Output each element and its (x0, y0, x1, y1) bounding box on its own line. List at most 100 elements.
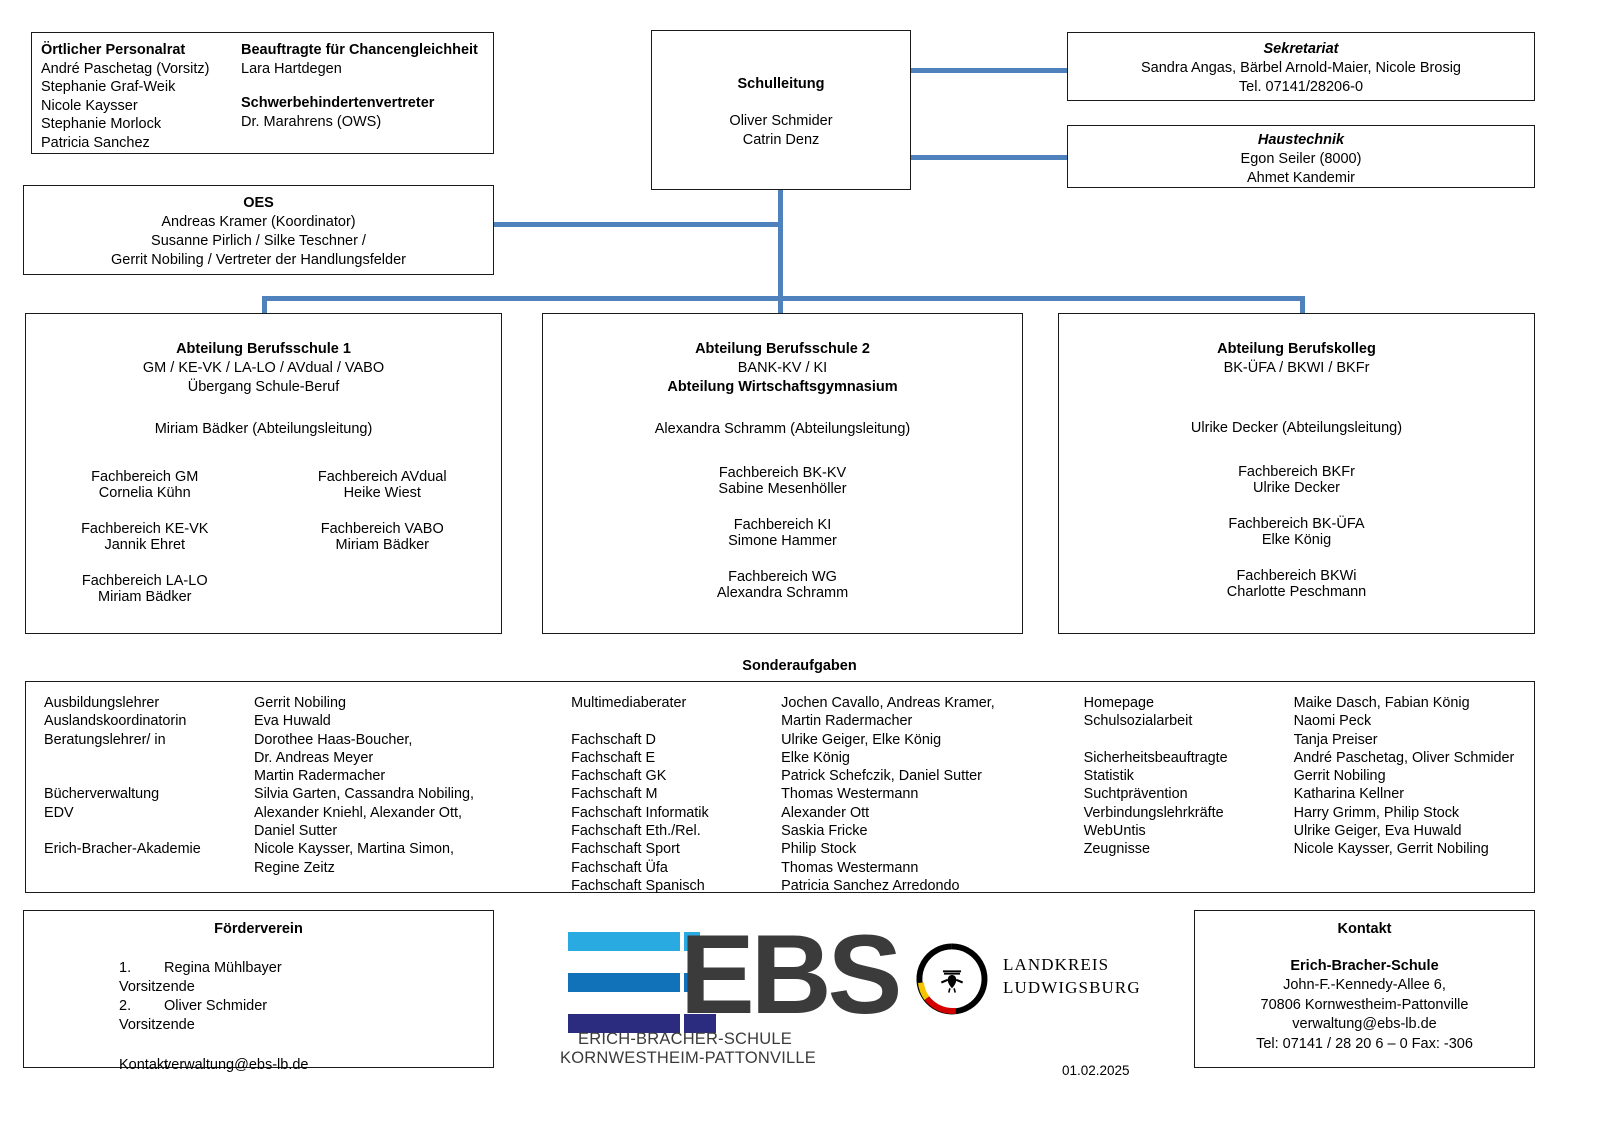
foerderverein-box: Förderverein 1. Vorsitzende Regina Mühlb… (23, 910, 494, 1073)
abteilung-berufsschule-1-box: Abteilung Berufsschule 1 GM / KE-VK / LA… (25, 313, 502, 634)
task-value: Martin Radermacher (781, 713, 913, 730)
connector-schulleitung-oes (494, 222, 783, 227)
connector-schulleitung-trunk (778, 190, 783, 300)
haustechnik-person: Ahmet Kandemir (1247, 169, 1355, 186)
sonderaufgaben-column-1: Ausbildungslehrer Auslandskoordinatorin … (26, 694, 553, 895)
fachbereich-item: Fachbereich BK-ÜFA Elke König (1059, 516, 1534, 548)
sonderaufgaben-box: Ausbildungslehrer Auslandskoordinatorin … (25, 681, 1535, 895)
task-label: Fachschaft Spanisch (571, 877, 705, 894)
task-label: Erich-Bracher-Akademie (44, 841, 201, 858)
ebs-logo: EBS ERICH-BRACHER-SCHULE KORNWESTHEIM-PA… (560, 912, 902, 1070)
task-value: Ulrike Geiger, Elke König (781, 731, 942, 748)
foerderverein-person: Oliver Schmider (164, 998, 268, 1015)
sonderaufgaben-column-3: Homepage Schulsozialarbeit Sicherheitsbe… (1066, 694, 1534, 895)
ebs-logo-bar-navy (568, 1014, 680, 1033)
abteilung-berufskolleg-box: Abteilung Berufskolleg BK-ÜFA / BKWI / B… (1058, 313, 1535, 634)
personalrat-member: Stephanie Graf-Weik (41, 79, 176, 96)
kontakt-email[interactable]: verwaltung@ebs-lb.de (1292, 1016, 1437, 1033)
kontakt-title: Kontakt (1337, 921, 1392, 937)
task-value: Martin Radermacher (254, 768, 386, 785)
task-value: Thomas Westermann (781, 786, 919, 803)
task-value: Alexander Kniehl, Alexander Ott, (254, 804, 462, 821)
foerderverein-contact-label: Kontakt (119, 1056, 169, 1073)
chancengleichheit-member: Lara Hartdegen (241, 60, 342, 77)
task-label: Zeugnisse (1083, 841, 1150, 858)
fachbereich-item: Fachbereich KE-VK Jannik Ehret (26, 521, 264, 553)
oes-box: OES Andreas Kramer (Koordinator) Susanne… (23, 185, 494, 275)
schulleitung-title: Schulleitung (737, 76, 825, 92)
abteilung1-title: Abteilung Berufsschule 1 (176, 341, 351, 357)
sekretariat-box: Sekretariat Sandra Angas, Bärbel Arnold-… (1067, 32, 1535, 101)
connector-branch-abteilung1 (262, 296, 267, 314)
task-label: Ausbildungslehrer (44, 695, 160, 711)
task-label (1084, 731, 1294, 749)
ebs-logo-bar-light-blue (568, 932, 680, 951)
task-label: Fachschaft M (571, 786, 658, 803)
task-value: Dr. Andreas Meyer (254, 749, 374, 766)
task-value: André Paschetag, Oliver Schmider (1293, 749, 1515, 766)
sekretariat-title: Sekretariat (1263, 41, 1339, 57)
task-label: Fachschaft Eth./Rel. (571, 822, 701, 839)
fachbereich-name: Fachbereich KI (733, 516, 832, 533)
task-label: Bücherverwaltung (44, 786, 160, 803)
personalrat-member: Nicole Kaysser (41, 97, 138, 114)
task-value: Harry Grimm, Philip Stock (1293, 804, 1460, 821)
abteilung1-subtitle: GM / KE-VK / LA-LO / AVdual / VABO (142, 359, 385, 376)
task-label (571, 712, 781, 730)
task-label: Beratungslehrer/ in (44, 731, 166, 748)
ebs-logo-wordmark-line2: KORNWESTHEIM-PATTONVILLE (560, 1049, 816, 1067)
abteilung1-leader: Miriam Bädker (Abteilungsleitung) (154, 420, 373, 437)
fachbereich-name: Fachbereich LA-LO (81, 572, 208, 589)
task-label: Homepage (1083, 695, 1154, 711)
fachbereich-person: Jannik Ehret (104, 536, 186, 553)
foerderverein-title: Förderverein (214, 921, 303, 937)
task-label: Suchtprävention (1083, 786, 1188, 803)
oes-line: Gerrit Nobiling / Vertreter der Handlung… (111, 251, 406, 268)
schwerbehindertenvertreter-title: Schwerbehindertenvertreter (241, 95, 435, 112)
fachbereich-item: Fachbereich VABO Miriam Bädker (264, 521, 502, 553)
fachbereich-name: Fachbereich KE-VK (81, 520, 209, 537)
connector-schulleitung-haustechnik (911, 155, 1068, 160)
task-label: Verbindungslehrkräfte (1083, 804, 1224, 821)
fachbereich-item: Fachbereich GM Cornelia Kühn (26, 469, 264, 501)
spacer (241, 78, 491, 94)
chancengleichheit-title: Beauftragte für Chancengleichheit (241, 42, 478, 58)
document-date: 01.02.2025 (1062, 1063, 1130, 1078)
haustechnik-person: Egon Seiler (8000) (1240, 150, 1362, 167)
task-label: Fachschaft GK (571, 768, 667, 785)
fachbereich-item: Fachbereich KI Simone Hammer (543, 517, 1022, 549)
oes-title: OES (243, 195, 274, 211)
kontakt-street: John-F.-Kennedy-Allee 6, (1283, 977, 1446, 994)
fachbereich-person: Cornelia Kühn (98, 484, 191, 501)
task-value: Daniel Sutter (254, 822, 338, 839)
kontakt-school-name: Erich-Bracher-Schule (1290, 958, 1439, 974)
kontakt-box: Kontakt Erich-Bracher-Schule John-F.-Ken… (1194, 910, 1535, 1068)
fachbereich-item: Fachbereich BK-KV Sabine Mesenhöller (543, 465, 1022, 497)
task-value: Patricia Sanchez Arredondo (781, 877, 960, 894)
fachbereich-item: Fachbereich BKFr Ulrike Decker (1059, 464, 1534, 496)
task-label (44, 749, 254, 767)
foerderverein-contact-email[interactable]: verwaltung@ebs-lb.de (164, 1056, 309, 1073)
fachbereich-person: Miriam Bädker (335, 536, 429, 553)
task-label: Fachschaft Sport (571, 841, 680, 858)
schulleitung-person: Catrin Denz (742, 131, 820, 148)
foerderverein-contact-row: Kontakt verwaltung@ebs-lb.de (24, 1056, 493, 1075)
ebs-logo-bar-navy-stub (684, 1014, 716, 1033)
personalrat-box: Örtlicher Personalrat André Paschetag (V… (31, 32, 494, 154)
task-value: Nicole Kaysser, Martina Simon, (254, 841, 454, 858)
landkreis-seal-icon (916, 943, 988, 1015)
connector-branch-abteilung3 (1300, 296, 1305, 314)
task-value: Nicole Kaysser, Gerrit Nobiling (1293, 841, 1489, 858)
task-value: Alexander Ott (781, 804, 870, 821)
fachbereich-person: Charlotte Peschmann (1226, 583, 1367, 600)
fachbereich-name: Fachbereich BKFr (1238, 463, 1355, 480)
task-label (44, 859, 254, 877)
task-value: Katharina Kellner (1293, 786, 1404, 803)
task-label (44, 767, 254, 785)
fachbereich-person: Elke König (1261, 531, 1332, 548)
sekretariat-phone: Tel. 07141/28206-0 (1238, 78, 1364, 95)
task-value: Ulrike Geiger, Eva Huwald (1293, 822, 1462, 839)
task-value: Dorothee Haas-Boucher, (254, 731, 413, 748)
task-label: Sicherheitsbeauftragte (1083, 749, 1228, 766)
task-label: Multimediaberater (571, 695, 687, 711)
